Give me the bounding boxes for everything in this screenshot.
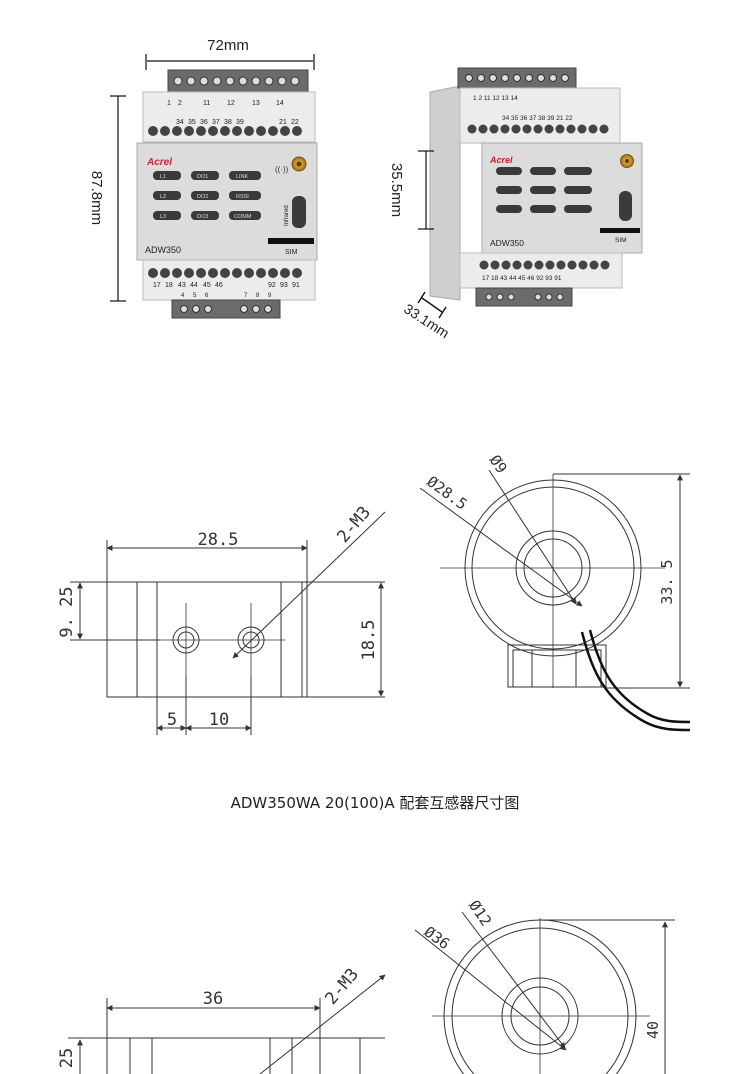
top-terminal-screws bbox=[173, 76, 300, 86]
top-term-39: 39 bbox=[236, 119, 244, 126]
led-do1: DO1 bbox=[197, 174, 208, 180]
top-screw-row bbox=[148, 126, 302, 136]
ct-next-offset-label: 25 bbox=[57, 1048, 77, 1068]
bot-term-9: 9 bbox=[268, 293, 272, 299]
bot-term-91: 91 bbox=[292, 282, 300, 289]
ct-next-profile bbox=[68, 974, 386, 1074]
bot-term-17: 17 bbox=[153, 282, 161, 289]
top-term-13: 13 bbox=[252, 100, 260, 107]
top-term-11: 11 bbox=[203, 100, 210, 107]
svg-text:((·)): ((·)) bbox=[275, 165, 289, 174]
bottom-terminal-screws bbox=[180, 305, 272, 313]
bot-term-7: 7 bbox=[244, 293, 248, 299]
bot-term-44: 44 bbox=[190, 282, 198, 289]
top-term-34: 34 bbox=[176, 119, 184, 126]
top-term-21: 21 bbox=[279, 119, 287, 126]
svg-text:34 35 36 37 38 39 21 22: 34 35 36 37 38 39 21 22 bbox=[502, 115, 573, 122]
model-label: ADW350 bbox=[145, 245, 181, 255]
top-term-35: 35 bbox=[188, 119, 196, 126]
ct20-inner-dia-label: Ø9 bbox=[486, 452, 511, 477]
bot-term-45: 45 bbox=[203, 282, 211, 289]
led-link: LINK bbox=[236, 174, 249, 180]
led-do3: DO3 bbox=[197, 214, 208, 220]
dim-width-label: 72mm bbox=[207, 37, 249, 54]
ct20-length-label: 28.5 bbox=[198, 530, 239, 550]
led-grid: L1 DO1 LINK L2 DO2 RSSI L3 DO3 COMM bbox=[153, 171, 261, 220]
infrared-window bbox=[292, 196, 306, 228]
bot-term-46: 46 bbox=[215, 282, 223, 289]
bot-term-43: 43 bbox=[178, 282, 186, 289]
ct-next-ring-height-label: 40 bbox=[644, 1021, 662, 1039]
iso-model-label: ADW350 bbox=[490, 238, 524, 248]
ct-next-screw-label: 2-M3 bbox=[321, 965, 363, 1009]
antenna-icon: ((·)) bbox=[275, 156, 307, 174]
ct20-gap1-label: 5 bbox=[167, 710, 177, 730]
infrared-label: Infrared bbox=[284, 205, 290, 226]
sim-label: SIM bbox=[285, 249, 298, 256]
ct-20a-ring bbox=[419, 469, 691, 732]
bot-term-6: 6 bbox=[205, 293, 209, 299]
ct20-offset-label: 9. 25 bbox=[57, 586, 77, 637]
led-rssi: RSSI bbox=[236, 194, 249, 200]
dim-depth-side-label: 33.1mm bbox=[401, 300, 452, 341]
ct-next-outer-dia-label: Ø36 bbox=[421, 923, 453, 953]
ct20-height-label: 18.5 bbox=[359, 620, 379, 661]
top-term-1: 1 bbox=[167, 100, 171, 107]
bot-term-18: 18 bbox=[165, 282, 173, 289]
top-term-14: 14 bbox=[276, 100, 284, 107]
dim-height-label: 87.8mm bbox=[88, 171, 105, 225]
iso-sim-label: SIM bbox=[615, 237, 627, 244]
brand-logo: Acrel bbox=[146, 157, 172, 168]
section-caption: ADW350WA 20(100)A 配套互感器尺寸图 bbox=[230, 794, 520, 812]
dim-depth-331: 33.1mm bbox=[401, 291, 452, 341]
dim-width-72: 72mm bbox=[145, 37, 315, 70]
led-comm: COMM bbox=[234, 214, 252, 220]
top-term-37: 37 bbox=[212, 119, 220, 126]
bot-term-4: 4 bbox=[181, 293, 185, 299]
top-term-38: 38 bbox=[224, 119, 232, 126]
dim-height-878: 87.8mm bbox=[88, 95, 126, 302]
led-l2: L2 bbox=[160, 194, 166, 200]
top-term-12: 12 bbox=[227, 100, 235, 107]
ct-next-inner-dia-label: Ø12 bbox=[465, 897, 495, 930]
ct20-screw-label: 2-M3 bbox=[333, 503, 375, 547]
led-do2: DO2 bbox=[197, 194, 208, 200]
bot-term-5: 5 bbox=[193, 293, 197, 299]
top-term-22: 22 bbox=[291, 119, 299, 126]
bottom-screw-row bbox=[148, 268, 302, 278]
iso-brand-logo: Acrel bbox=[489, 155, 513, 165]
module-iso-view: 1 2 11 12 13 14 34 35 36 37 38 39 21 22 … bbox=[429, 67, 643, 307]
top-term-36: 36 bbox=[200, 119, 208, 126]
ct-next-ring bbox=[414, 911, 675, 1074]
dim-depth-355: 35.5mm bbox=[388, 150, 434, 230]
sim-slot bbox=[268, 238, 314, 244]
ct-20a-profile bbox=[70, 511, 386, 735]
led-l3: L3 bbox=[160, 214, 166, 220]
ct-next-length-label: 36 bbox=[203, 989, 223, 1009]
module-front-view: 1 2 11 12 13 14 34 35 36 37 38 39 21 22 … bbox=[136, 69, 318, 319]
bot-term-92: 92 bbox=[268, 282, 276, 289]
top-term-2: 2 bbox=[178, 100, 182, 107]
svg-text:1 2 11 12 13 14: 1 2 11 12 13 14 bbox=[473, 95, 518, 102]
bot-term-8: 8 bbox=[256, 293, 260, 299]
dim-depth-front-label: 35.5mm bbox=[388, 163, 405, 217]
led-l1: L1 bbox=[160, 174, 166, 180]
ct20-ring-height-label: 33. 5 bbox=[658, 559, 676, 604]
ct20-gap2-label: 10 bbox=[209, 710, 229, 730]
svg-text:17 18 43 44 45 46 92: 17 18 43 44 45 46 92 93 91 bbox=[482, 275, 562, 282]
bot-term-93: 93 bbox=[280, 282, 288, 289]
